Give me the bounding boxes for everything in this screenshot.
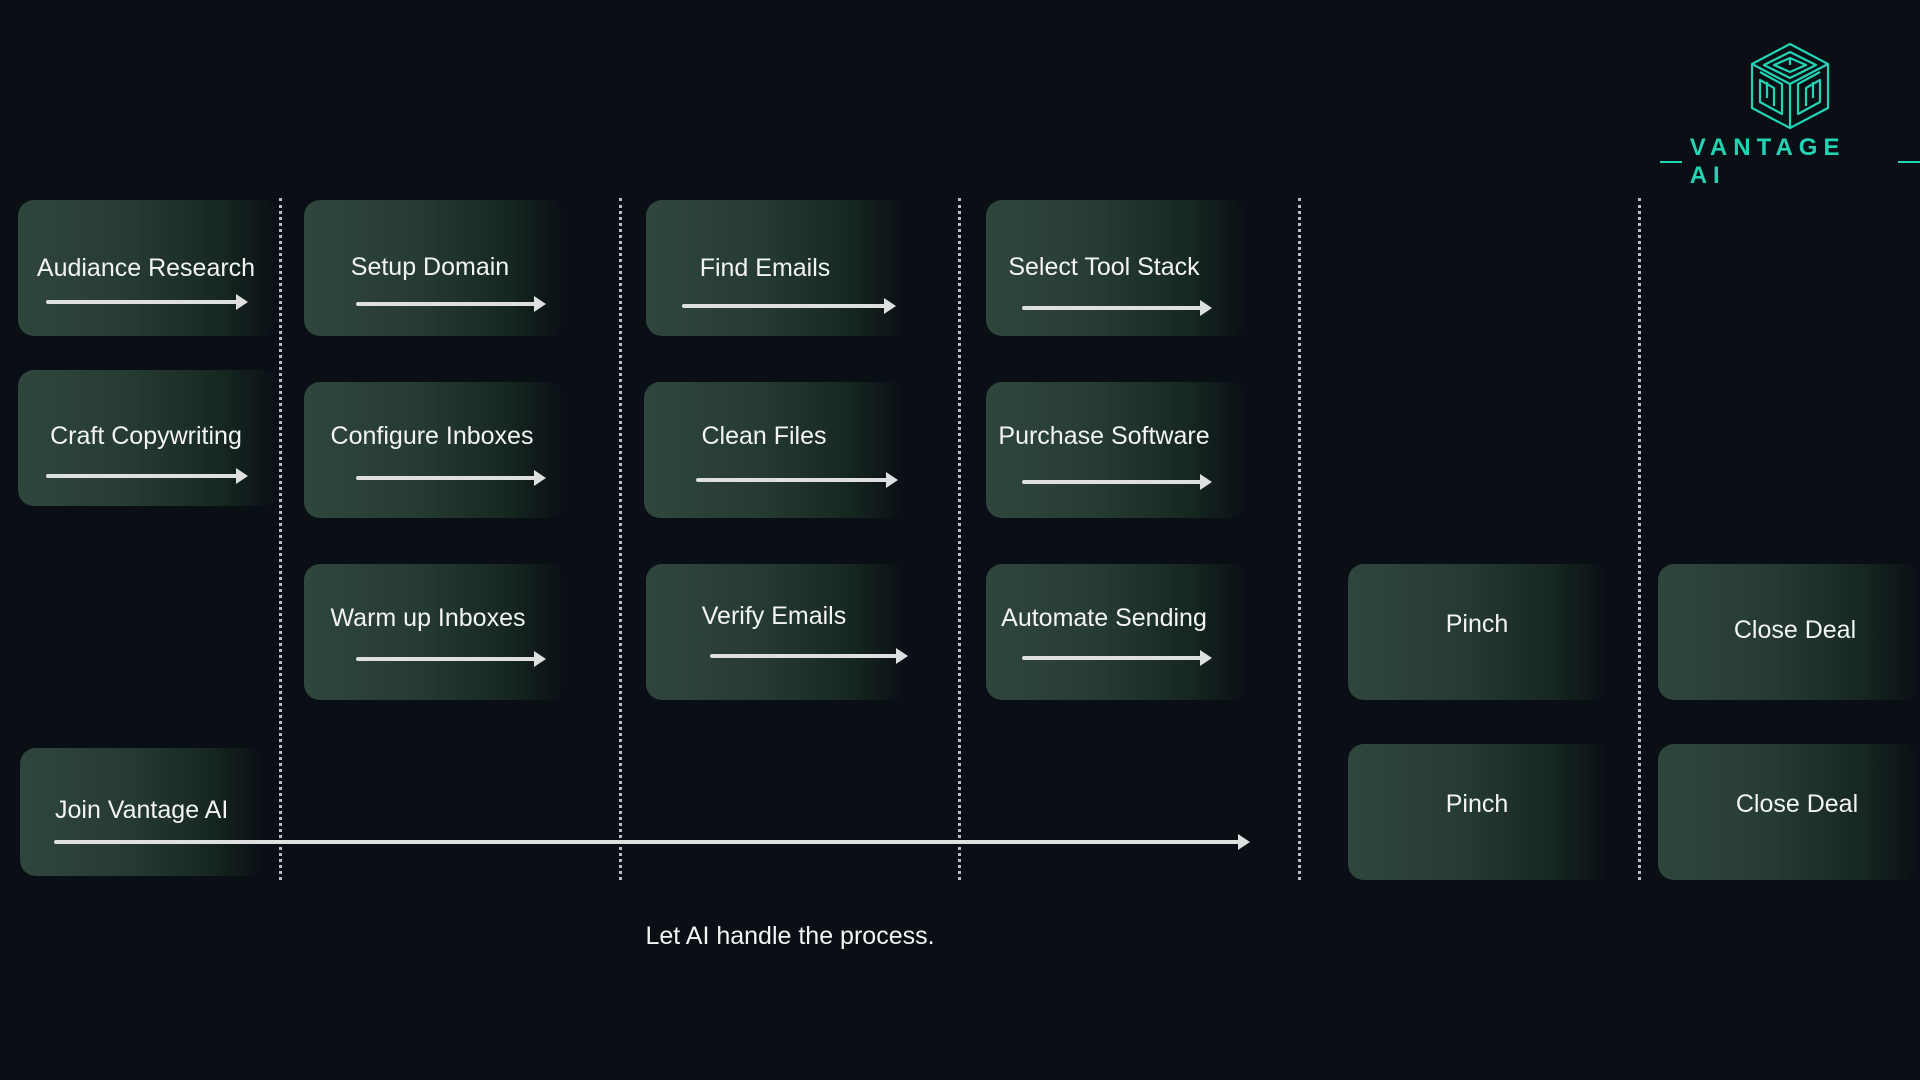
step-label: Setup Domain: [350, 253, 510, 281]
arrow-icon: [696, 472, 898, 488]
stage-divider-2: [619, 198, 622, 880]
step-card: Find Emails: [646, 200, 908, 336]
step-label: Purchase Software: [998, 422, 1210, 450]
step-card: Automate Sending: [986, 564, 1248, 700]
step-card: Pinch: [1348, 564, 1610, 700]
brand-line-left: [1660, 161, 1682, 163]
arrow-icon: [46, 468, 248, 484]
stage-divider-5: [1638, 198, 1641, 880]
step-card: Select Tool Stack: [986, 200, 1248, 336]
arrow-icon: [682, 298, 896, 314]
step-card: Verify Emails: [646, 564, 908, 700]
step-label: Close Deal: [1733, 616, 1857, 644]
arrow-icon: [356, 651, 546, 667]
step-label: Find Emails: [699, 254, 831, 282]
step-card: Audiance Research: [18, 200, 280, 336]
vantage-ai-logo: VANTAGE AI: [1660, 28, 1920, 189]
stage-divider-1: [279, 198, 282, 880]
step-label: Audiance Research: [36, 254, 256, 282]
step-label: Verify Emails: [701, 602, 847, 630]
tagline: Let AI handle the process.: [645, 922, 935, 950]
shortcut-label: Join Vantage AI: [55, 796, 229, 824]
step-label: Warm up Inboxes: [330, 604, 526, 632]
step-card: Clean Files: [644, 382, 906, 518]
step-label: Configure Inboxes: [330, 422, 534, 450]
step-label: Craft Copywriting: [50, 422, 242, 450]
arrow-icon: [1022, 300, 1212, 316]
stage-divider-3: [958, 198, 961, 880]
step-card: Close Deal: [1658, 564, 1920, 700]
shortcut-card: Join Vantage AI: [20, 748, 264, 876]
arrow-icon: [356, 296, 546, 312]
step-label: Close Deal: [1735, 790, 1859, 818]
step-label: Clean Files: [701, 422, 827, 450]
arrow-icon: [1022, 474, 1212, 490]
brand-line-right: [1898, 161, 1920, 163]
step-card: Pinch: [1348, 744, 1610, 880]
arrow-icon: [1022, 650, 1212, 666]
step-card: Purchase Software: [986, 382, 1248, 518]
stage-divider-4: [1298, 198, 1301, 880]
maze-cube-icon: [1750, 42, 1830, 130]
brand-name: VANTAGE AI: [1689, 134, 1846, 189]
step-card: Close Deal: [1658, 744, 1920, 880]
step-label: Select Tool Stack: [1008, 253, 1200, 281]
step-card: Warm up Inboxes: [304, 564, 566, 700]
step-card: Configure Inboxes: [304, 382, 566, 518]
step-label: Pinch: [1445, 790, 1509, 818]
step-label: Automate Sending: [1001, 604, 1207, 632]
arrow-icon: [356, 470, 546, 486]
step-card: Setup Domain: [304, 200, 566, 336]
long-arrow-icon: [54, 834, 1250, 850]
arrow-icon: [710, 648, 908, 664]
step-card: Craft Copywriting: [18, 370, 280, 506]
step-label: Pinch: [1445, 610, 1509, 638]
arrow-icon: [46, 294, 248, 310]
